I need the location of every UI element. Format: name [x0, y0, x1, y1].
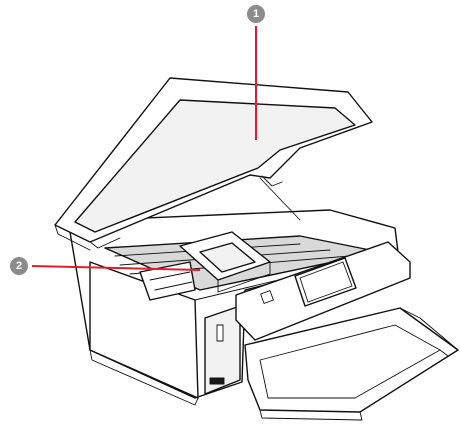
scanner-lid: [54, 77, 373, 251]
callout-1-number: 1: [253, 8, 259, 20]
leader-line-2: [31, 265, 201, 271]
output-tray: [244, 307, 459, 421]
callout-2: 2: [10, 257, 28, 275]
print-head-area: [104, 231, 381, 301]
callout-1: 1: [247, 5, 265, 23]
control-panel: [235, 241, 411, 341]
callout-2-number: 2: [16, 260, 22, 272]
